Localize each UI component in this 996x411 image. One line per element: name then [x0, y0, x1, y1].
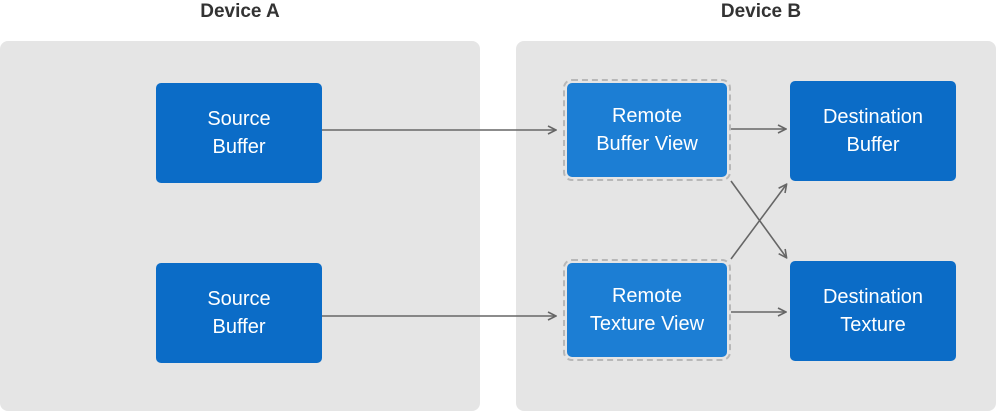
remote-texture-view: Remote Texture View	[567, 263, 727, 357]
arrow-remote-buffer-to-destination-texture	[730, 180, 786, 257]
device-a-title: Device A	[200, 1, 280, 22]
destination-texture-line2: Texture	[840, 314, 906, 336]
destination-texture: Destination Texture	[790, 261, 956, 361]
remote-buffer-view: Remote Buffer View	[567, 83, 727, 177]
source-buffer-bottom-line2: Buffer	[212, 316, 266, 338]
remote-texture-view-outline	[563, 259, 731, 361]
source-buffer-top-line2: Buffer	[212, 136, 266, 158]
source-buffer-top: Source Buffer	[156, 83, 322, 183]
destination-buffer-line1: Destination	[822, 106, 924, 128]
arrow-remote-texture-to-destination-buffer	[730, 185, 786, 260]
device-b-title: Device B	[720, 1, 802, 22]
remote-buffer-view-outline	[563, 79, 731, 181]
source-buffer-bottom: Source Buffer	[156, 263, 322, 363]
remote-texture-view-line1: Remote	[611, 285, 683, 307]
remote-buffer-view-line1: Remote	[611, 105, 683, 127]
remote-buffer-view-line2: Buffer View	[596, 133, 698, 155]
destination-texture-line1: Destination	[822, 286, 924, 308]
remote-texture-view-line2: Texture View	[589, 313, 705, 335]
destination-buffer: Destination Buffer	[790, 81, 956, 181]
source-buffer-top-line1: Source	[207, 108, 271, 130]
destination-buffer-line2: Buffer	[846, 134, 900, 156]
source-buffer-bottom-line1: Source	[207, 288, 271, 310]
